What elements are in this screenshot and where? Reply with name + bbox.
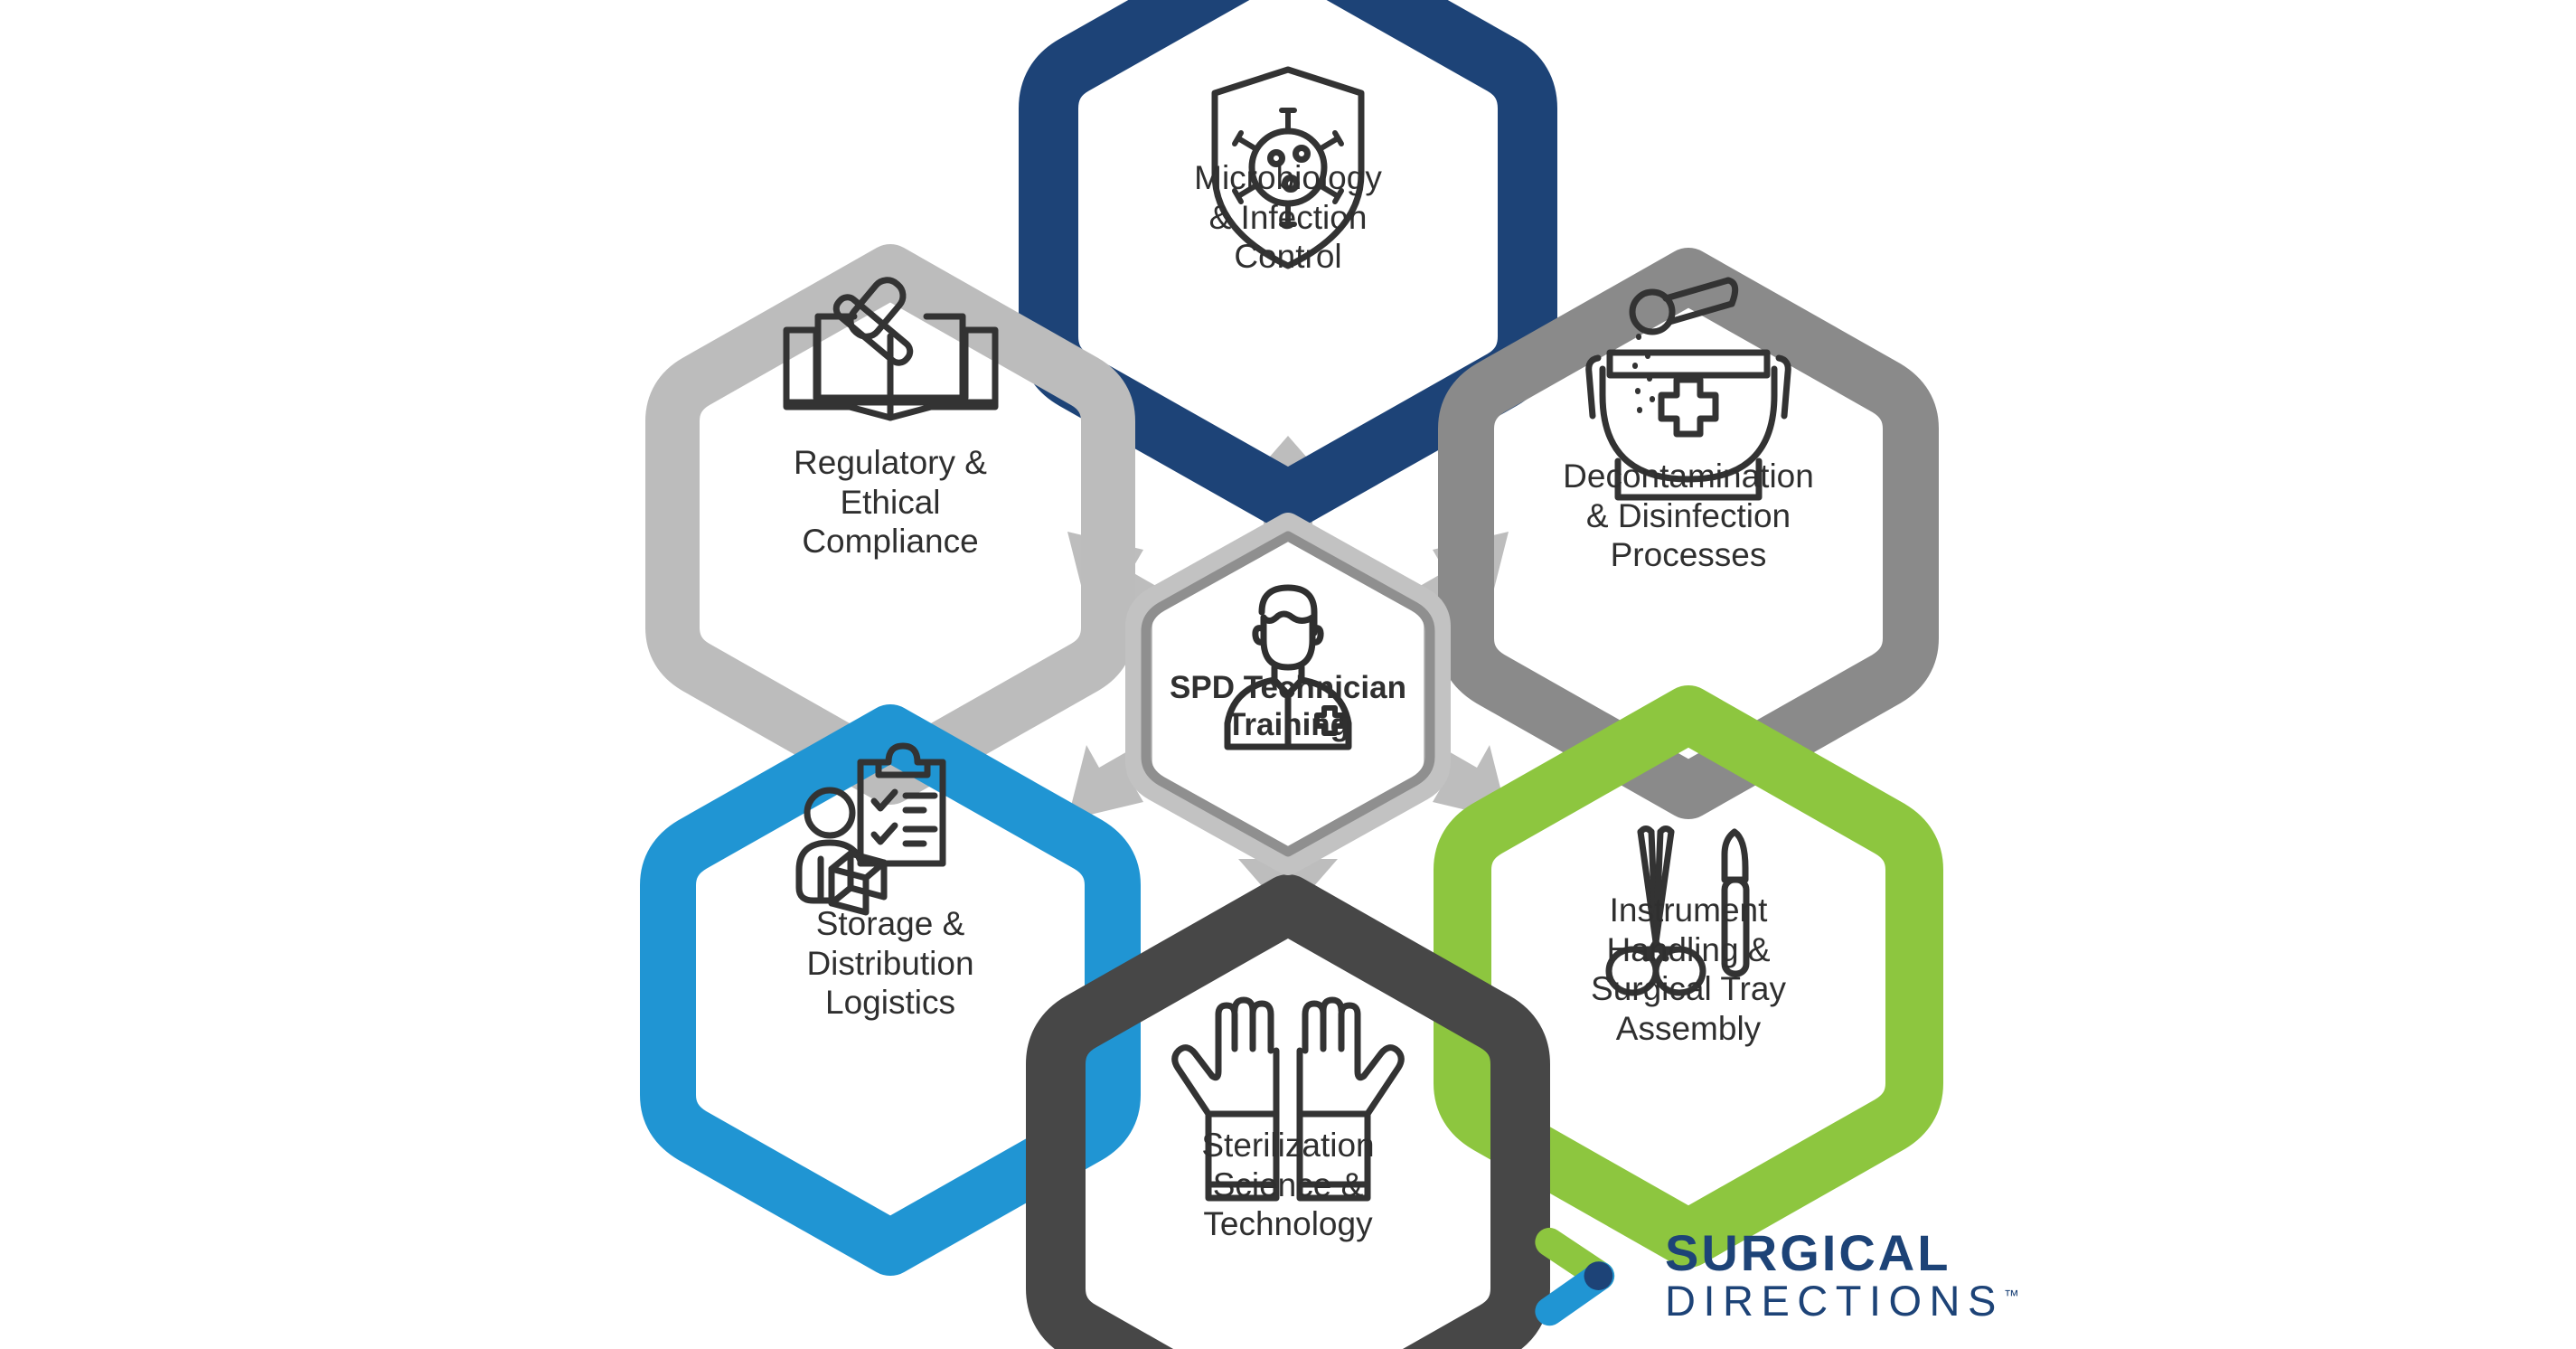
- clipboard-checklist-worker-icon: [795, 742, 946, 916]
- gavel-book-icon: [783, 277, 999, 421]
- hexagon-instrument-ring: [1434, 685, 1943, 1268]
- hexagon-microbiology-ring: [1019, 0, 1557, 531]
- logo-wordmark-line2-text: DIRECTIONS: [1665, 1277, 2004, 1325]
- basin-scoop-icon: [1585, 277, 1791, 501]
- hexagon-instrument[interactable]: [1434, 685, 1943, 1268]
- gloves-icon: [1171, 996, 1405, 1202]
- hexagon-decontamination[interactable]: [1438, 248, 1939, 819]
- hexagon-storage[interactable]: [640, 704, 1141, 1276]
- surgical-directions-logo: SURGICAL DIRECTIONS™: [1528, 1225, 2019, 1334]
- hexagon-center-inner-ring: [1141, 531, 1435, 857]
- logo-trademark: ™: [2003, 1287, 2019, 1305]
- hexagon-sterilization[interactable]: [1026, 874, 1550, 1349]
- logo-wordmark-line1: SURGICAL: [1665, 1224, 1951, 1281]
- hexagon-storage-ring: [640, 704, 1141, 1276]
- hexagon-microbiology[interactable]: [1019, 0, 1557, 531]
- logo-chevron-icon: [1535, 1227, 1615, 1326]
- medical-technician-icon: [1224, 584, 1352, 750]
- hexagon-decontamination-ring: [1438, 248, 1939, 819]
- hexagon-sterilization-ring: [1026, 874, 1550, 1349]
- scissors-scalpel-icon: [1605, 825, 1750, 996]
- shield-virus-icon: [1211, 66, 1365, 269]
- logo-wordmark-line2: DIRECTIONS™: [1665, 1278, 2019, 1323]
